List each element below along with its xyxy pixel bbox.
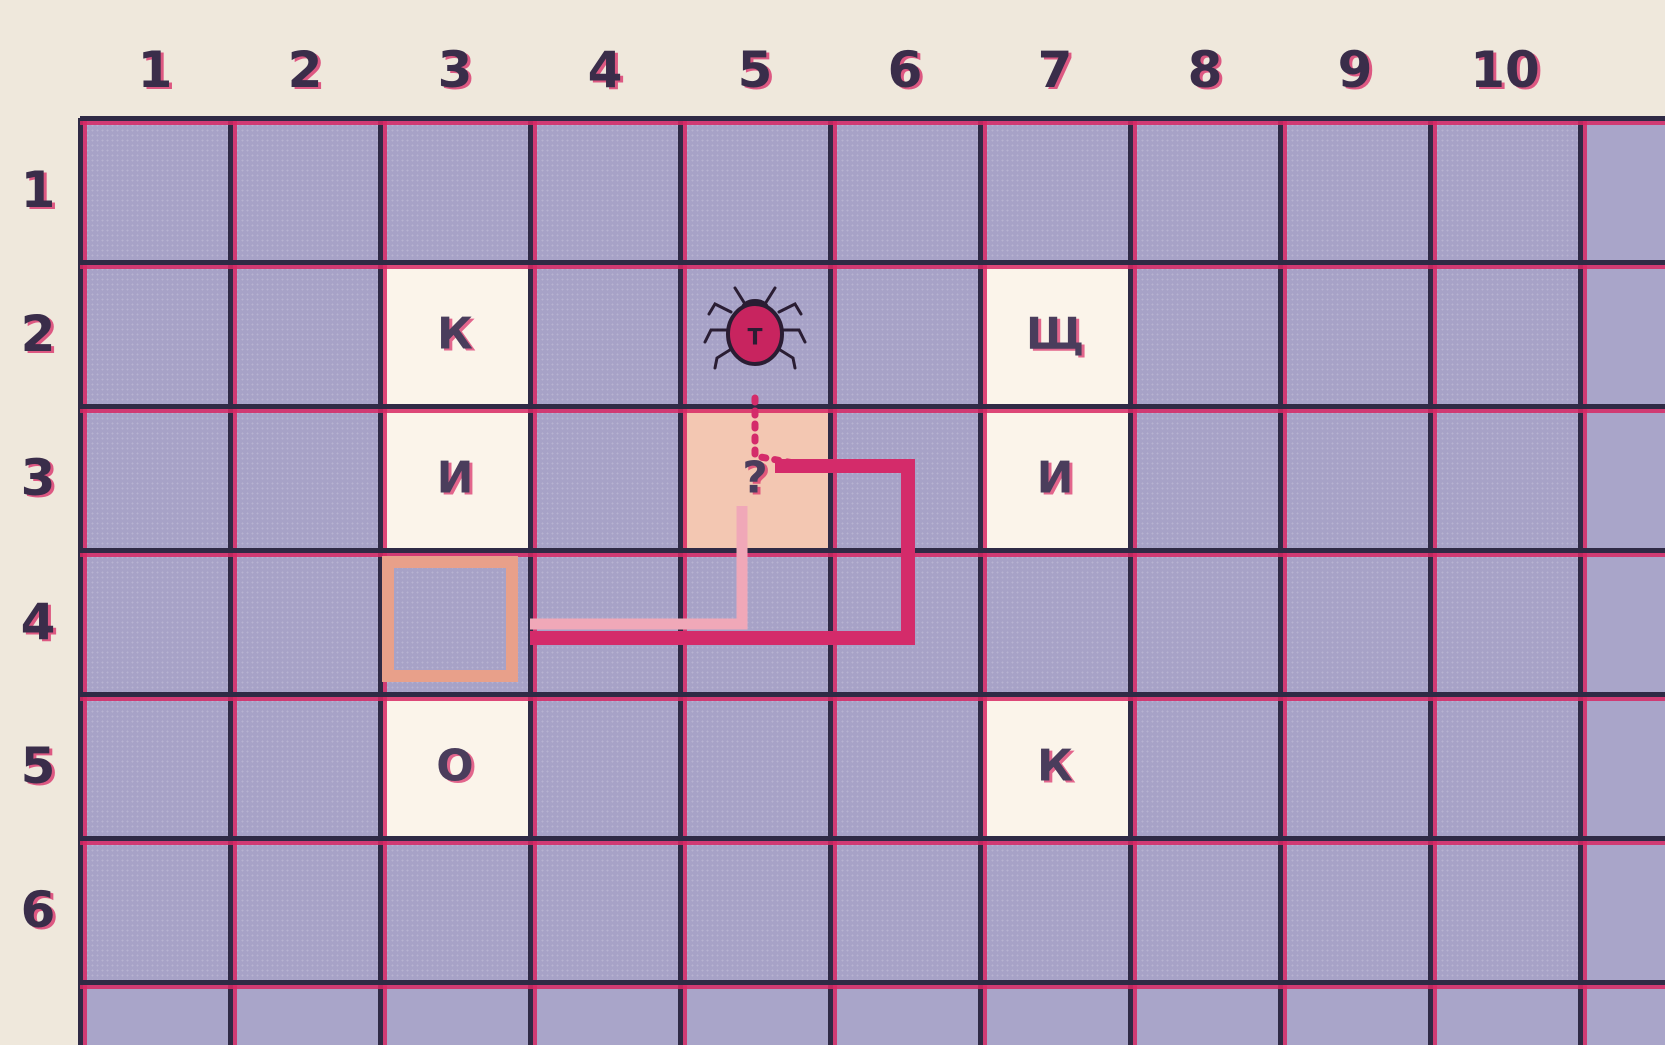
column-label: 9 [1338, 45, 1373, 95]
column-label: 5 [738, 45, 773, 95]
row-label: 6 [21, 885, 56, 935]
row-label: 2 [21, 309, 56, 359]
column-label: 10 [1470, 45, 1540, 95]
column-label: 7 [1038, 45, 1073, 95]
bug-mark: Т [747, 325, 762, 350]
row-label: 3 [21, 453, 56, 503]
route-branch [530, 506, 742, 624]
column-label: 1 [138, 45, 173, 95]
route-line [530, 466, 908, 638]
path-overlay [80, 118, 1665, 1045]
target-frame [388, 562, 512, 676]
row-label: 5 [21, 741, 56, 791]
column-label: 2 [288, 45, 323, 95]
bug-icon[interactable]: Т [695, 268, 815, 388]
dotted-trail [755, 398, 810, 466]
column-label: 3 [438, 45, 473, 95]
column-label: 8 [1188, 45, 1223, 95]
row-label: 4 [21, 597, 56, 647]
column-label: 6 [888, 45, 923, 95]
column-label: 4 [588, 45, 623, 95]
row-label: 1 [21, 165, 56, 215]
